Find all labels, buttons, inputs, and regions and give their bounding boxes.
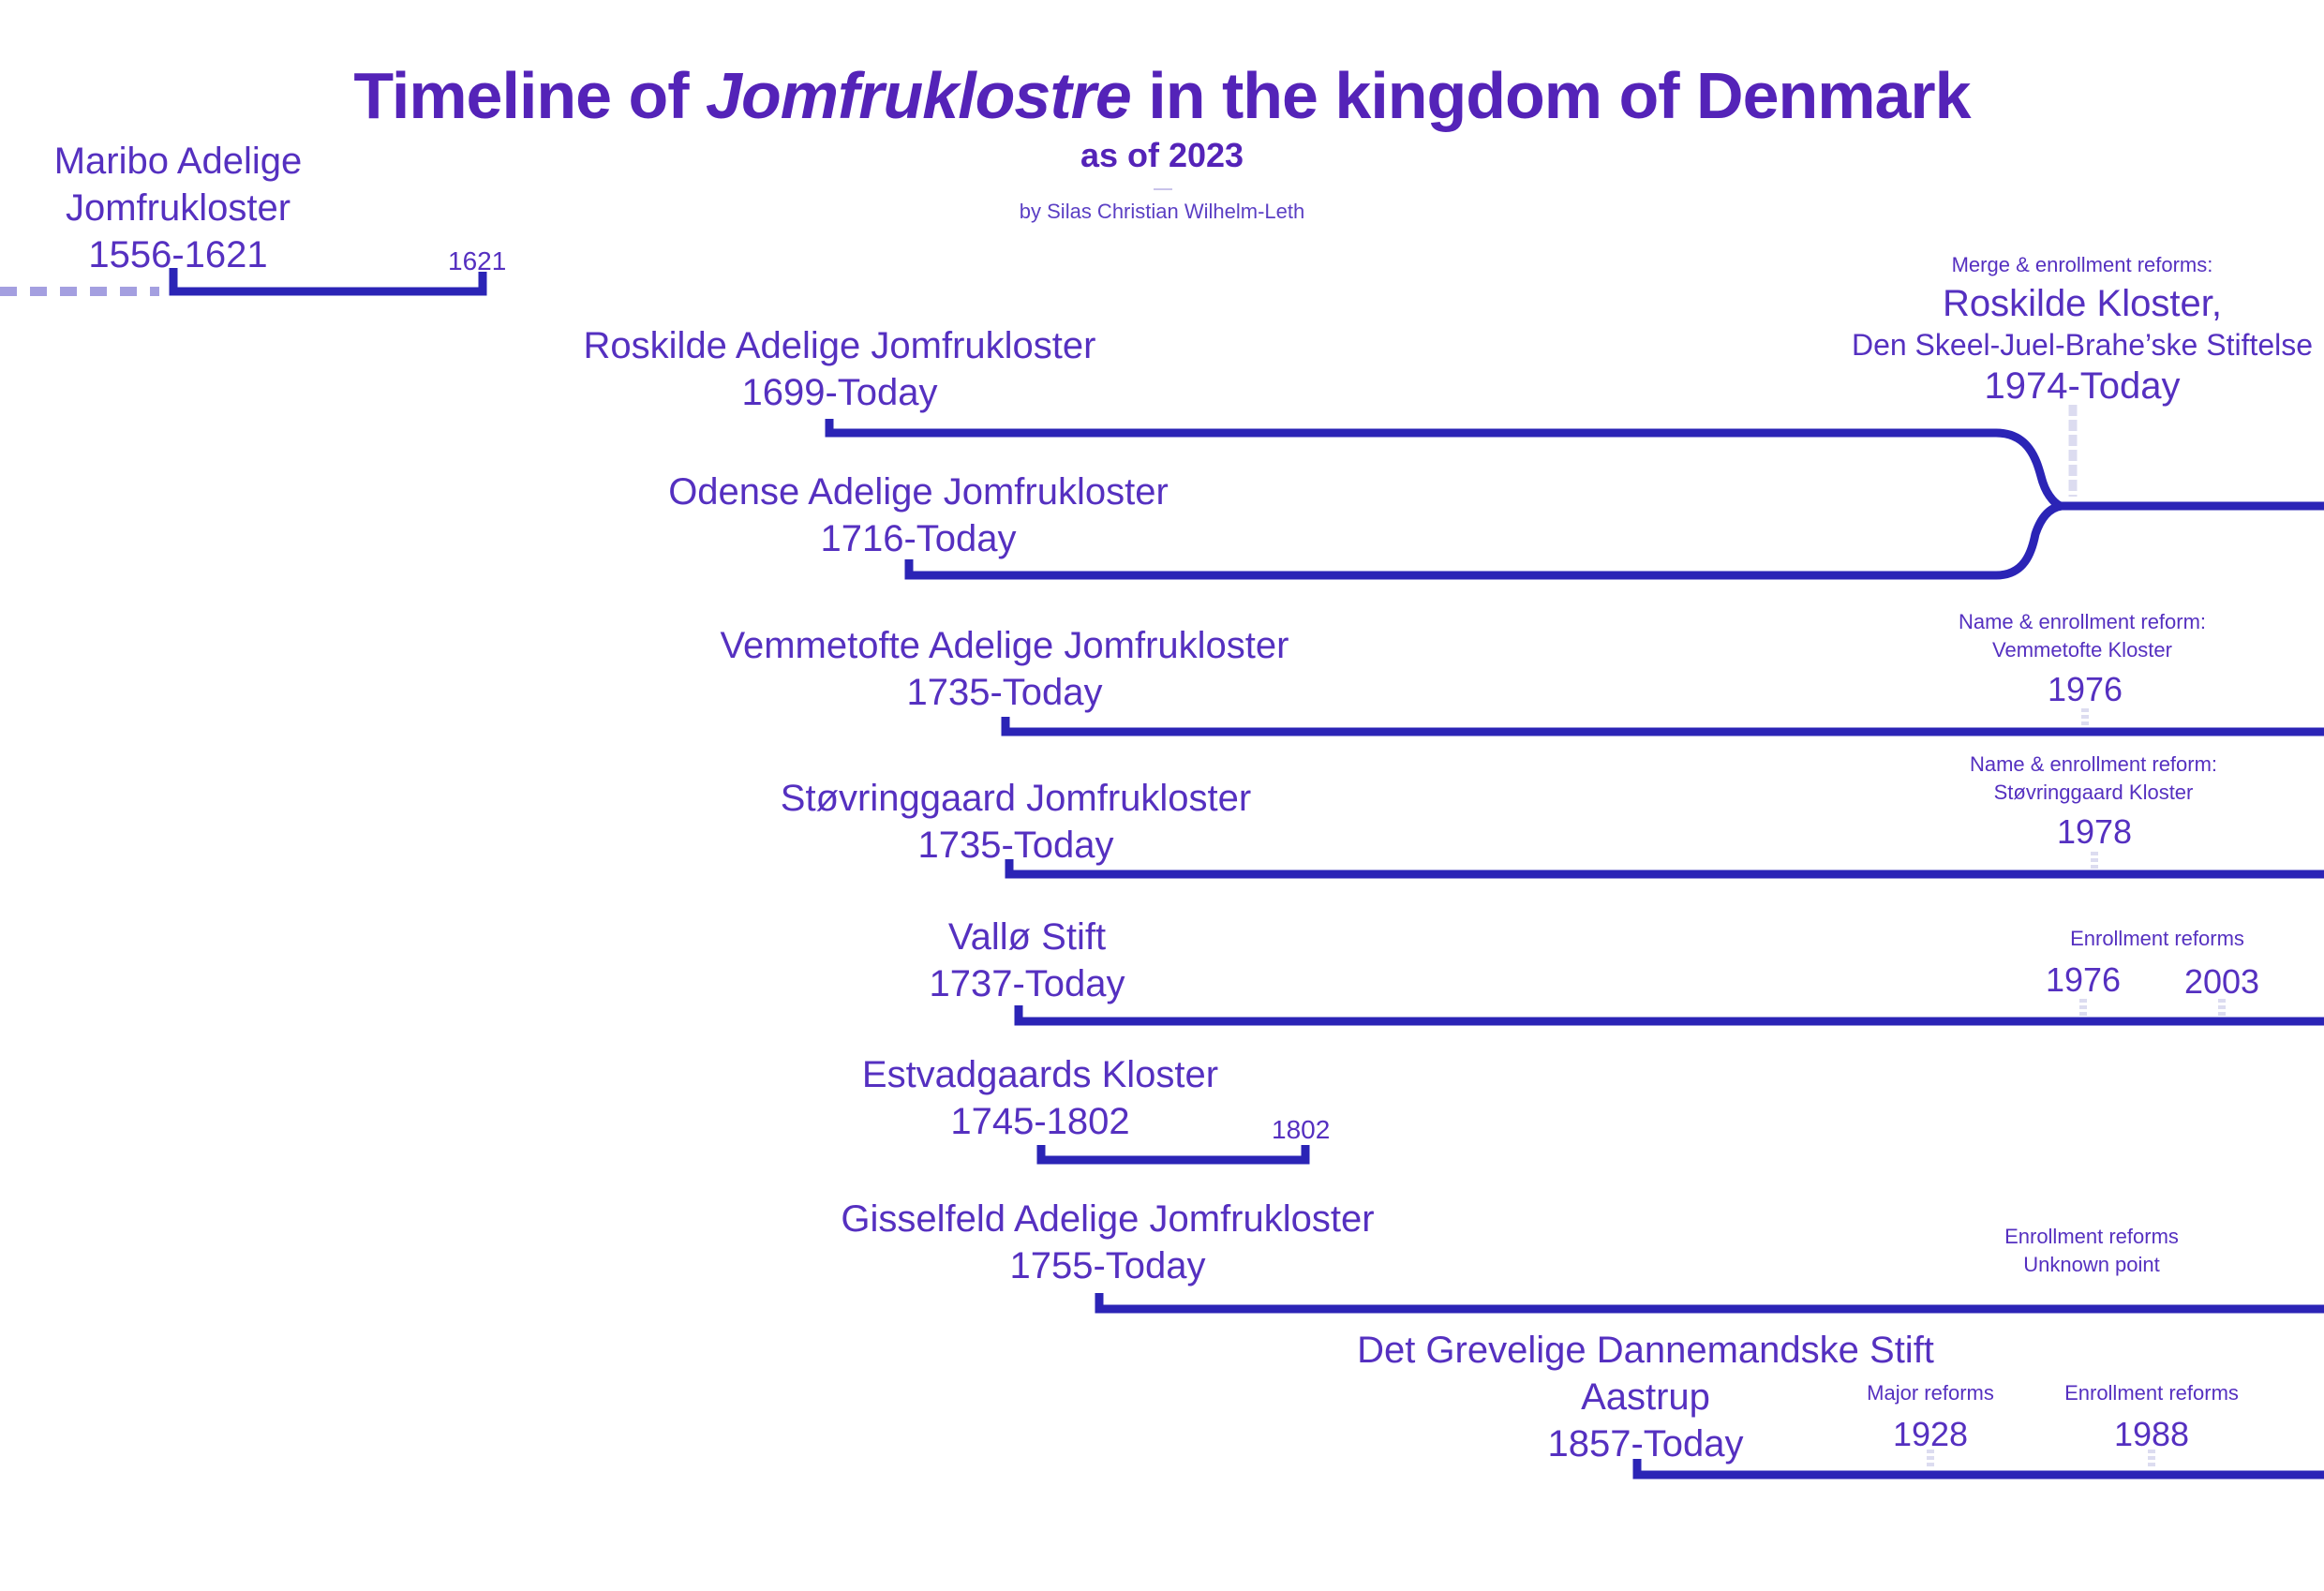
title-part1: Timeline of bbox=[353, 59, 707, 132]
maribo-name-2: Jomfrukloster bbox=[65, 187, 291, 229]
aastrup-years: 1857-Today bbox=[1547, 1423, 1744, 1465]
vallo-note: Enrollment reforms bbox=[2070, 927, 2244, 950]
gisselfeld-years: 1755-Today bbox=[1009, 1245, 1206, 1286]
merge-name-1: Roskilde Kloster, bbox=[1943, 283, 2222, 324]
vallo-year-1976: 1976 bbox=[2045, 960, 2122, 999]
aastrup-major-note: Major reforms bbox=[1867, 1381, 1994, 1405]
title-part2: in the kingdom of Denmark bbox=[1130, 59, 1971, 132]
estvadgaard-end-year: 1802 bbox=[1272, 1115, 1331, 1144]
vallo-year-2003: 2003 bbox=[2183, 962, 2260, 1001]
vallo-years: 1737-Today bbox=[929, 963, 1125, 1004]
aastrup-enroll-note: Enrollment reforms bbox=[2064, 1381, 2239, 1405]
odense-label: Odense Adelige Jomfrukloster 1716-Today bbox=[637, 468, 1199, 562]
gisselfeld-line bbox=[1095, 1293, 2324, 1314]
maribo-name-1: Maribo Adelige bbox=[53, 141, 303, 182]
page-subtitle: as of 2023 bbox=[1080, 136, 1244, 174]
vemmetofte-years: 1735-Today bbox=[906, 672, 1103, 713]
vemmetofte-line bbox=[1001, 717, 2324, 736]
estvadgaard-label: Estvadgaards Kloster 1745-1802 bbox=[806, 1051, 1274, 1145]
estvadgaard-name: Estvadgaards Kloster bbox=[861, 1054, 1219, 1095]
merge-name-2: Den Skeel-Juel-Brahe’ske Stiftelse bbox=[1851, 328, 2314, 362]
vemmetofte-note: Name & enrollment reform: Vemmetofte Klo… bbox=[1895, 608, 2270, 664]
vemmetofte-name: Vemmetofte Adelige Jomfrukloster bbox=[720, 625, 1289, 666]
stovringgaard-note-1: Name & enrollment reform: bbox=[1969, 752, 2218, 776]
author-byline: by Silas Christian Wilhelm-Leth bbox=[1019, 200, 1305, 223]
stovringgaard-note: Name & enrollment reform: Støvringgaard … bbox=[1906, 751, 2281, 807]
gisselfeld-note: Enrollment reforms Unknown point bbox=[1951, 1223, 2232, 1279]
aastrup-year-1928: 1928 bbox=[1892, 1415, 1969, 1453]
gisselfeld-note-2: Unknown point bbox=[2023, 1253, 2160, 1276]
merge-years: 1974-Today bbox=[1984, 365, 2181, 407]
header-divider bbox=[1154, 188, 1172, 190]
vallo-line bbox=[1014, 1005, 2324, 1026]
title-italic: Jomfruklostre bbox=[706, 59, 1132, 132]
aastrup-name-2: Aastrup bbox=[1581, 1376, 1710, 1418]
maribo-line bbox=[169, 268, 487, 296]
gisselfeld-name: Gisselfeld Adelige Jomfrukloster bbox=[841, 1198, 1375, 1240]
maribo-years: 1556-1621 bbox=[88, 234, 268, 275]
gisselfeld-note-1: Enrollment reforms bbox=[2004, 1225, 2179, 1248]
vemmetofte-note-1: Name & enrollment reform: bbox=[1958, 610, 2207, 633]
merge-label: Roskilde Kloster, Den Skeel-Juel-Brahe’s… bbox=[1848, 283, 2317, 407]
odense-years: 1716-Today bbox=[820, 518, 1017, 559]
stovringgaard-event-year: 1978 bbox=[2056, 812, 2133, 851]
estvadgaard-line bbox=[1036, 1145, 1310, 1165]
vemmetofte-event-year: 1976 bbox=[2047, 670, 2123, 708]
stovringgaard-years: 1735-Today bbox=[917, 825, 1114, 866]
aastrup-year-1988: 1988 bbox=[2113, 1415, 2190, 1453]
maribo-end-year: 1621 bbox=[448, 246, 507, 275]
stovringgaard-name: Støvringgaard Jomfrukloster bbox=[780, 778, 1252, 819]
vallo-label: Vallø Stift 1737-Today bbox=[840, 914, 1214, 1007]
odense-name: Odense Adelige Jomfrukloster bbox=[668, 471, 1169, 513]
page-title: Timeline of Jomfruklostre in the kingdom… bbox=[0, 58, 2324, 133]
vemmetofte-label: Vemmetofte Adelige Jomfrukloster 1735-To… bbox=[677, 622, 1333, 716]
maribo-label: Maribo Adelige Jomfrukloster 1556-1621 bbox=[28, 138, 328, 278]
roskilde-line bbox=[825, 419, 2063, 511]
stovringgaard-line bbox=[1005, 859, 2324, 879]
aastrup-line bbox=[1632, 1459, 2324, 1479]
vallo-name: Vallø Stift bbox=[947, 916, 1107, 958]
estvadgaard-years: 1745-1802 bbox=[950, 1101, 1130, 1142]
stovringgaard-label: Støvringgaard Jomfrukloster 1735-Today bbox=[735, 775, 1297, 869]
roskilde-name: Roskilde Adelige Jomfrukloster bbox=[583, 325, 1096, 366]
aastrup-label: Det Grevelige Dannemandske Stift Aastrup… bbox=[1318, 1327, 1974, 1467]
merge-note: Merge & enrollment reforms: bbox=[1951, 253, 2213, 276]
roskilde-label: Roskilde Adelige Jomfrukloster 1699-Toda… bbox=[559, 322, 1121, 416]
gisselfeld-label: Gisselfeld Adelige Jomfrukloster 1755-To… bbox=[827, 1196, 1389, 1289]
vemmetofte-note-2: Vemmetofte Kloster bbox=[1992, 638, 2172, 662]
roskilde-years: 1699-Today bbox=[741, 372, 938, 413]
aastrup-name-1: Det Grevelige Dannemandske Stift bbox=[1357, 1330, 1934, 1371]
odense-line bbox=[904, 501, 2324, 580]
stovringgaard-note-2: Støvringgaard Kloster bbox=[1993, 781, 2194, 804]
